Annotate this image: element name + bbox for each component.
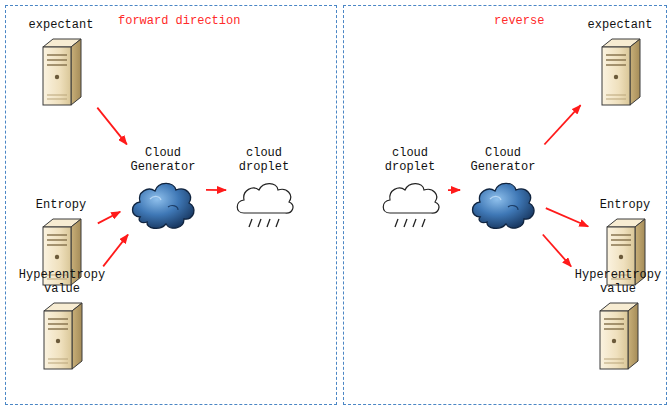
node-label: Cloud Generator bbox=[122, 146, 204, 174]
server-node: expectant bbox=[582, 18, 658, 107]
panel-title: forward direction bbox=[118, 14, 240, 28]
node-label: Entropy bbox=[590, 198, 660, 212]
panel-title: reverse bbox=[494, 14, 544, 28]
node-label: Cloud Generator bbox=[462, 146, 544, 174]
red-arrow bbox=[98, 212, 120, 224]
node-label: Hyperentropy value bbox=[572, 268, 664, 296]
server-node: Hyperentropy value bbox=[16, 268, 108, 371]
dashed-panel: forward direction expectantEntropyHyperen… bbox=[5, 5, 337, 405]
cloud-droplet-icon bbox=[232, 177, 296, 235]
server-icon bbox=[594, 299, 642, 371]
cloud-droplet-node: cloud droplet bbox=[374, 146, 446, 235]
node-label: expectant bbox=[582, 18, 658, 32]
node-label: cloud droplet bbox=[374, 146, 446, 174]
cloud-generator-icon bbox=[468, 177, 538, 233]
server-node: expectant bbox=[26, 18, 96, 107]
red-arrow bbox=[97, 108, 127, 145]
red-arrow bbox=[543, 235, 571, 267]
node-label: expectant bbox=[26, 18, 96, 32]
cloud-generator-node: Cloud Generator bbox=[462, 146, 544, 233]
cloud-generator-node: Cloud Generator bbox=[122, 146, 204, 233]
red-arrow bbox=[544, 105, 580, 144]
red-arrow bbox=[448, 189, 460, 191]
dashed-panel: reverse cloud droplet Cloud Generator expec… bbox=[343, 5, 667, 405]
server-icon bbox=[596, 35, 644, 107]
red-arrow bbox=[546, 208, 588, 226]
red-arrow bbox=[103, 235, 128, 267]
cloud-droplet-node: cloud droplet bbox=[228, 146, 300, 235]
server-icon bbox=[38, 299, 86, 371]
server-icon bbox=[37, 35, 85, 107]
node-label: cloud droplet bbox=[228, 146, 300, 174]
cloud-generator-icon bbox=[128, 177, 198, 233]
server-node: Hyperentropy value bbox=[572, 268, 664, 371]
node-label: Hyperentropy value bbox=[16, 268, 108, 296]
red-arrow bbox=[206, 189, 226, 191]
node-label: Entropy bbox=[26, 198, 96, 212]
cloud-droplet-icon bbox=[378, 177, 442, 235]
